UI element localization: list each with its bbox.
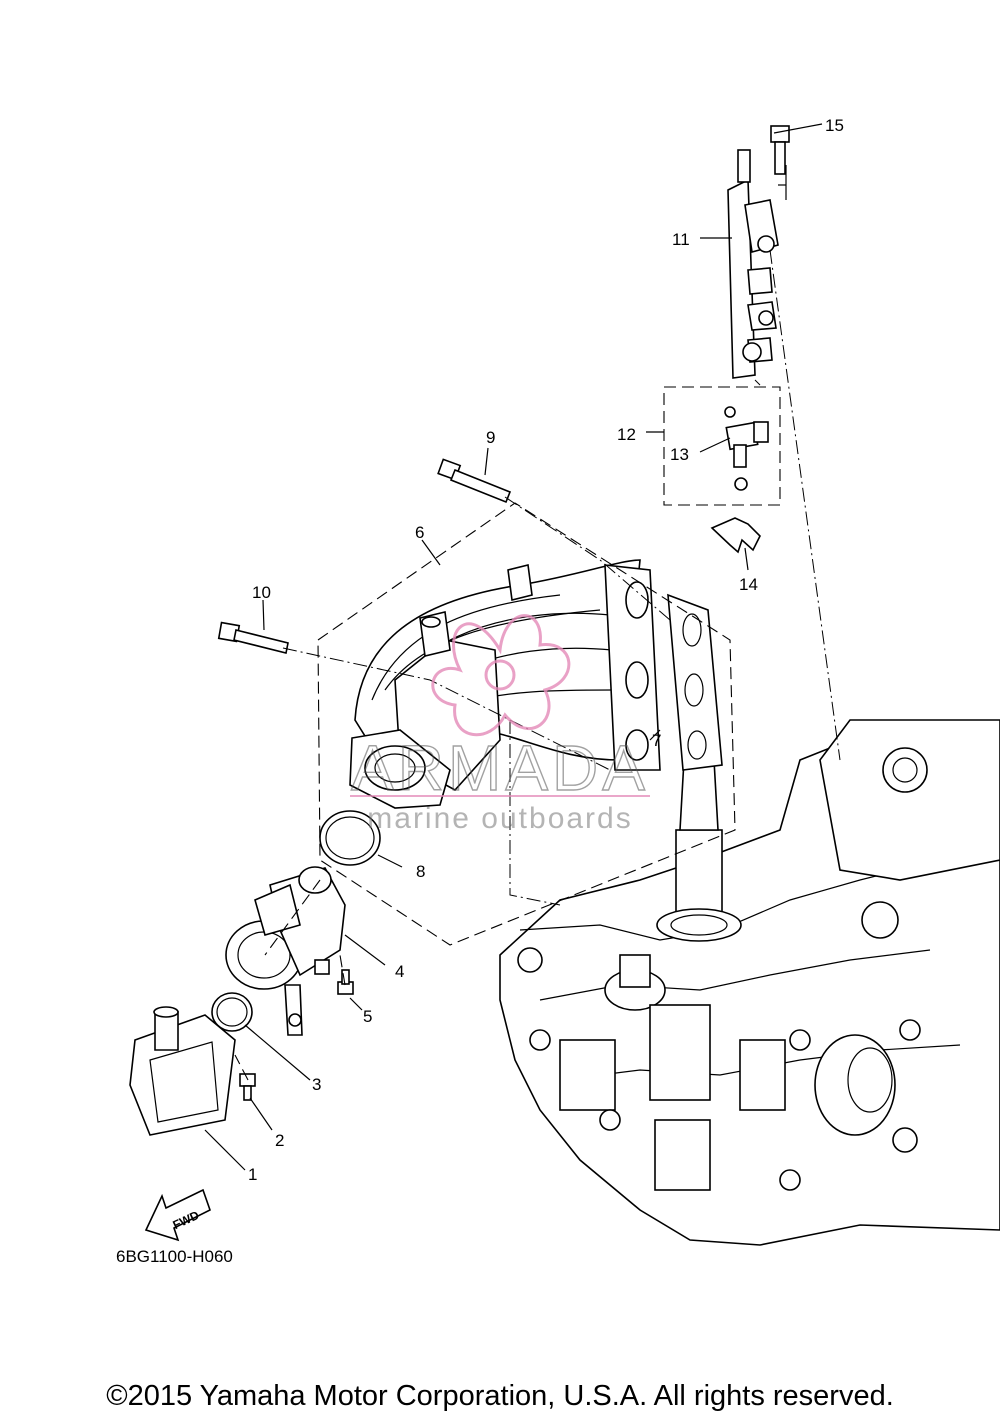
injector-kit-box <box>663 386 781 506</box>
callout-labels: 1 2 3 4 5 6 7 8 9 10 11 12 13 14 15 <box>248 116 844 1184</box>
screw-5 <box>337 969 354 995</box>
callout-10: 10 <box>252 583 271 602</box>
leader-lines <box>204 123 823 1171</box>
o-ring-8 <box>319 810 381 866</box>
callout-6: 6 <box>415 523 424 542</box>
injector-clip <box>710 517 761 554</box>
callout-1: 1 <box>248 1165 257 1184</box>
callout-7: 7 <box>652 731 661 750</box>
callout-9: 9 <box>486 428 495 447</box>
intake-manifold <box>349 559 661 809</box>
callout-12: 12 <box>617 425 636 444</box>
fwd-arrow: FWD <box>144 1188 211 1242</box>
bolt-10 <box>217 621 289 654</box>
throttle-body <box>225 866 346 1036</box>
callout-2: 2 <box>275 1131 284 1150</box>
intake-silencer <box>129 1006 236 1136</box>
parts-diagram: ARMADA marine outboards FWD 6BG1100-H060… <box>116 116 1000 1266</box>
callout-11: 11 <box>672 230 690 249</box>
fuel-rail <box>727 149 779 379</box>
callout-15: 15 <box>825 116 844 135</box>
o-ring-3 <box>211 992 253 1032</box>
callout-8: 8 <box>416 862 425 881</box>
callout-3: 3 <box>312 1075 321 1094</box>
assembly-lines <box>234 249 841 1081</box>
callout-5: 5 <box>363 1007 372 1026</box>
watermark-tagline: marine outboards <box>367 802 632 835</box>
manifold-gasket <box>667 593 723 771</box>
watermark-propeller-logo <box>431 614 571 737</box>
bolt-9 <box>437 458 512 504</box>
engine-block <box>499 719 1000 1246</box>
diagram-code: 6BG1100-H060 <box>116 1247 233 1266</box>
callout-13: 13 <box>670 445 689 464</box>
callout-14: 14 <box>739 575 758 594</box>
copyright-notice: ©2015 Yamaha Motor Corporation, U.S.A. A… <box>106 1380 894 1412</box>
watermark: ARMADA marine outboards <box>350 614 650 835</box>
fuel-injector <box>724 406 769 491</box>
bolt-15 <box>770 125 790 175</box>
callout-4: 4 <box>395 962 404 981</box>
watermark-brand: ARMADA <box>351 732 649 804</box>
